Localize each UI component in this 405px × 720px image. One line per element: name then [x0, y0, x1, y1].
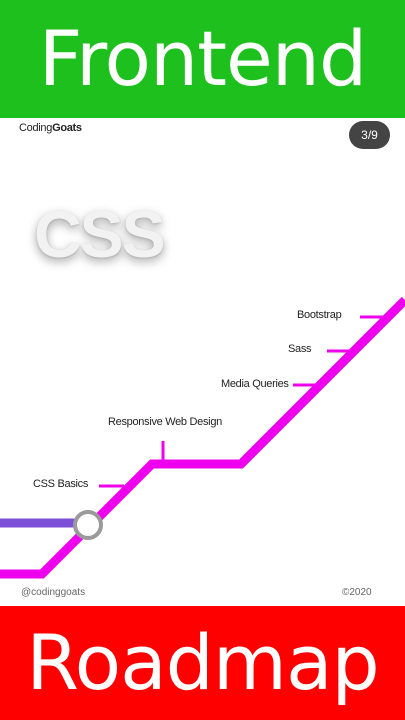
top-banner: Frontend	[0, 0, 405, 118]
brand-logo: CodingGoats	[19, 122, 82, 134]
topic-title: CSS	[34, 197, 166, 271]
bottom-banner-title: Roadmap	[26, 618, 380, 707]
milestone-responsive: Responsive Web Design	[108, 416, 222, 428]
milestone-css-basics: CSS Basics	[33, 478, 89, 490]
current-station-node	[73, 510, 103, 540]
milestone-bootstrap: Bootstrap	[297, 309, 342, 321]
brand-part2: Goats	[52, 122, 82, 134]
main-track	[0, 296, 405, 579]
footer-handle: @codinggoats	[21, 587, 86, 598]
brand-part1: Coding	[19, 122, 53, 134]
milestone-sass: Sass	[288, 343, 312, 355]
milestone-media-queries: Media Queries	[221, 378, 289, 390]
page-indicator: 3/9	[349, 121, 390, 149]
slide-card: CodingGoats 3/9 CSS Bootstrap Sass Media…	[0, 118, 405, 606]
bottom-banner: Roadmap	[0, 606, 405, 720]
roadmap-graphic	[0, 296, 405, 579]
top-banner-title: Frontend	[38, 14, 367, 103]
footer-year: ©2020	[342, 587, 372, 598]
